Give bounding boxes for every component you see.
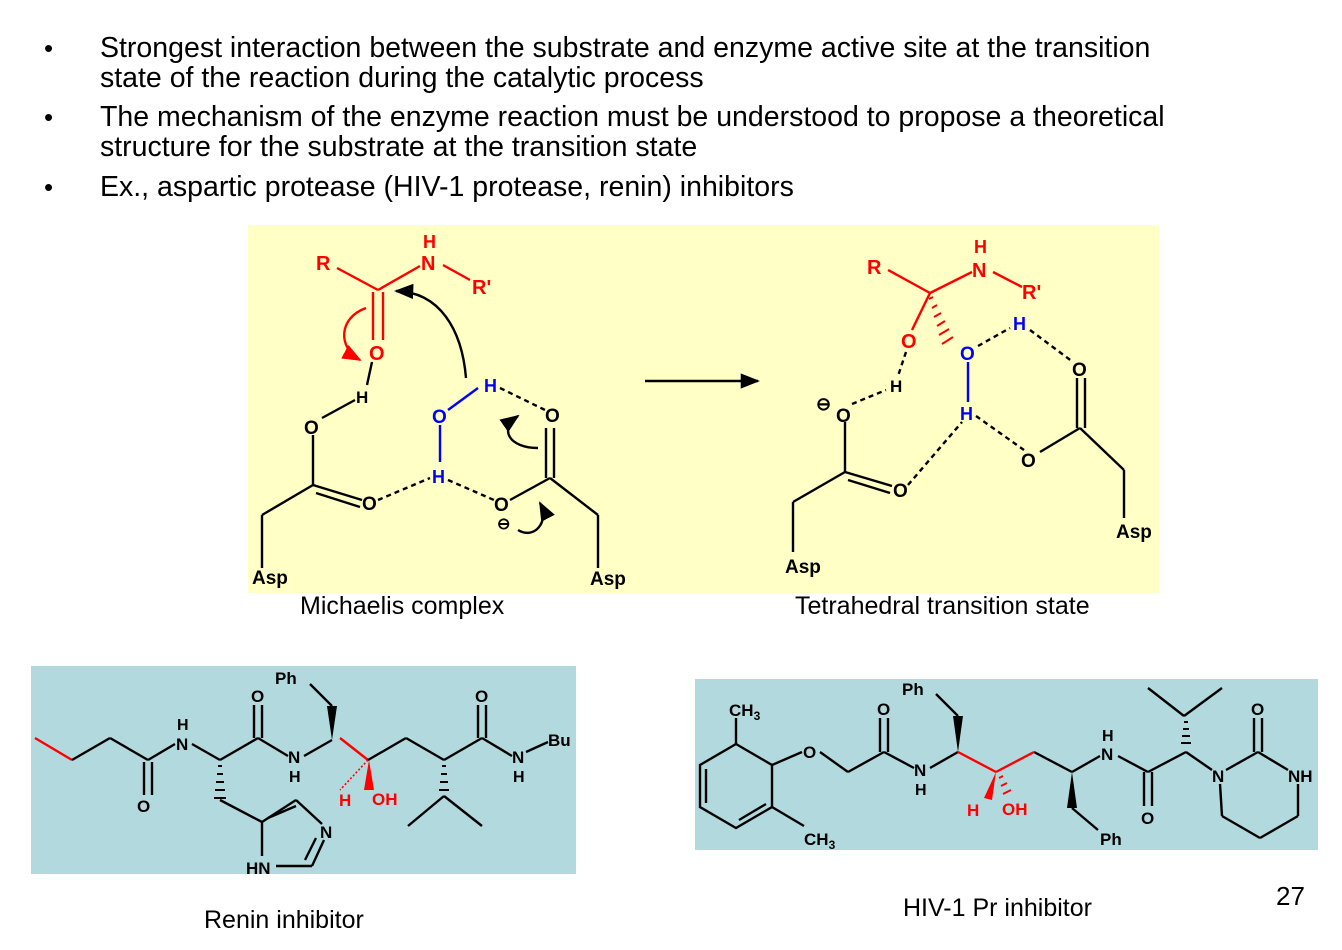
- asp-label: Asp: [252, 568, 288, 589]
- hiv-inhibitor-structure: CH3 CH3 O O N H Ph H OH N H O Ph N O NH: [698, 680, 1313, 852]
- atom-label-o: O: [893, 481, 908, 502]
- bullet-text: Strongest interaction between the substr…: [100, 32, 1151, 94]
- atom-label-h: H: [974, 237, 987, 257]
- bullet-symbol: •: [44, 102, 54, 132]
- atom-label-o: O: [432, 407, 447, 428]
- atom-label-o: O: [304, 418, 319, 439]
- hydroxyl-label: OH: [372, 790, 398, 809]
- curved-arrow: [341, 306, 367, 362]
- atom-label-h: H: [484, 376, 497, 396]
- methyl-label: CH3: [804, 830, 836, 850]
- atom-label-h: H: [356, 388, 368, 407]
- bullet-text: The mechanism of the enzyme reaction mus…: [100, 101, 1165, 163]
- hydroxyl-label: OH: [1002, 800, 1028, 819]
- atom-label-o: O: [960, 344, 975, 365]
- page-number: 27: [1276, 881, 1305, 911]
- michaelis-caption: Michaelis complex: [300, 592, 505, 620]
- atom-label-n: N: [1101, 745, 1113, 764]
- atom-label-h: H: [432, 467, 445, 487]
- renin-inhibitor-panel: O N H O N H Ph H OH O N H Bu N HN: [31, 666, 576, 878]
- atom-label-o: O: [251, 687, 264, 706]
- atom-label-o: O: [803, 743, 816, 762]
- atom-label-n: N: [1212, 767, 1224, 786]
- butyl-label: Bu: [548, 731, 571, 750]
- atom-label-o: O: [475, 687, 488, 706]
- atom-label-h: H: [1013, 314, 1026, 334]
- atom-label-o: O: [1251, 700, 1264, 719]
- bullet-text: Ex., aspartic protease (HIV-1 protease, …: [100, 171, 794, 203]
- phenyl-label: Ph: [1100, 830, 1122, 849]
- atom-label-o: O: [1141, 809, 1154, 828]
- bullet-symbol: •: [44, 33, 54, 63]
- atom-label-o: O: [545, 406, 560, 427]
- atom-label-h: H: [177, 717, 189, 734]
- imidazole-nh-label: HN: [246, 859, 271, 874]
- atom-label-h: H: [915, 782, 927, 799]
- atom-label-o: O: [1072, 360, 1087, 381]
- asp-label: Asp: [590, 569, 626, 590]
- phenyl-label: Ph: [275, 669, 297, 688]
- atom-label-o: O: [362, 494, 377, 515]
- atom-label-h: H: [289, 769, 301, 786]
- atom-label-o: O: [494, 495, 509, 516]
- hiv-caption: HIV-1 Pr inhibitor: [903, 894, 1092, 922]
- asp-label: Asp: [785, 557, 821, 578]
- atom-label-n: N: [914, 761, 926, 780]
- curved-arrow: [517, 501, 555, 535]
- bullet-list: • Strongest interaction between the subs…: [0, 0, 1342, 210]
- atom-label-h: H: [890, 377, 902, 396]
- mechanism-diagram: R N H R' O H O O Asp: [252, 232, 1152, 590]
- atom-label-h: H: [339, 791, 351, 810]
- negative-charge-icon: ⊖: [497, 516, 510, 533]
- asp-label: Asp: [1116, 522, 1152, 543]
- atom-label-h: H: [423, 232, 436, 252]
- atom-label-r: R: [867, 257, 882, 279]
- atom-label-o: O: [137, 797, 150, 816]
- transition-state-caption: Tetrahedral transition state: [795, 592, 1090, 620]
- hiv-inhibitor-panel: CH3 CH3 O O N H Ph H OH N H O Ph N O NH: [695, 679, 1318, 852]
- atom-label-r: R: [316, 253, 331, 275]
- atom-label-o: O: [877, 700, 890, 719]
- negative-charge-icon: ⊖: [816, 394, 831, 414]
- atom-label-n: N: [288, 748, 300, 767]
- atom-label-n: N: [320, 823, 332, 842]
- methyl-label: CH3: [729, 701, 761, 723]
- atom-label-n: N: [512, 748, 524, 767]
- atom-label-o: O: [836, 406, 851, 427]
- michaelis-complex-structure: R N H R' O H O O Asp: [252, 232, 626, 590]
- atom-label-o: O: [1021, 451, 1036, 472]
- atom-label-o: O: [901, 331, 917, 353]
- curved-arrow: [394, 283, 468, 379]
- curved-arrow: [499, 414, 539, 450]
- urea-nh-label: NH: [1288, 767, 1313, 786]
- atom-label-h: H: [967, 801, 979, 820]
- atom-label-n: N: [972, 260, 986, 282]
- mechanism-panel: R N H R' O H O O Asp: [248, 225, 1159, 593]
- transition-state-structure: R N H R' O O H H: [785, 237, 1152, 578]
- renin-inhibitor-structure: O N H O N H Ph H OH O N H Bu N HN: [34, 669, 571, 878]
- atom-label-o: O: [369, 343, 385, 365]
- atom-label-r-prime: R': [1022, 282, 1041, 304]
- phenyl-label: Ph: [902, 680, 924, 699]
- renin-caption: Renin inhibitor: [204, 906, 364, 934]
- atom-label-n: N: [176, 735, 188, 754]
- atom-label-h: H: [1102, 728, 1114, 745]
- atom-label-h: H: [513, 769, 525, 786]
- bullet-symbol: •: [44, 172, 54, 202]
- atom-label-r-prime: R': [472, 277, 491, 299]
- atom-label-h: H: [960, 404, 973, 424]
- atom-label-n: N: [421, 253, 435, 275]
